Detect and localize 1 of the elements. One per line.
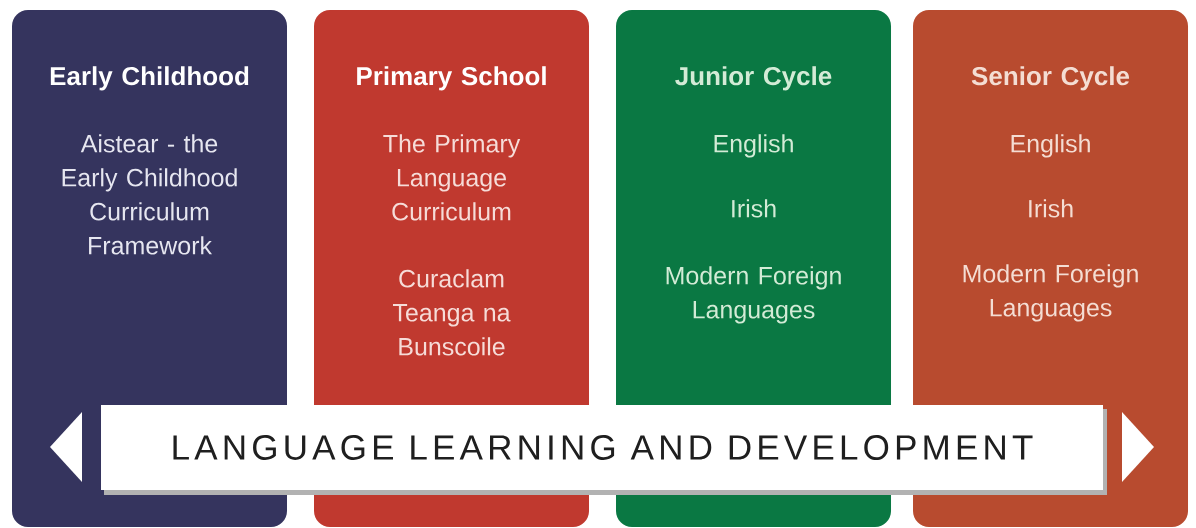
banner: LANGUAGE LEARNING AND DEVELOPMENT — [101, 405, 1107, 495]
